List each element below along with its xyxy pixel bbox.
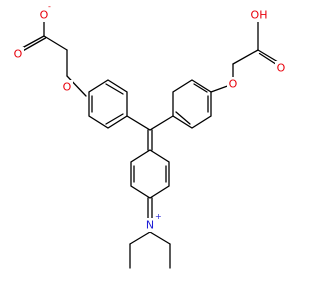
svg-text:O: O (14, 48, 23, 61)
svg-text:O: O (229, 78, 238, 91)
quinoid-ring (130, 149, 170, 219)
molecule-structure-diagram: O - O O O OH O N + (12, 2, 287, 269)
central-methylidene-bonds (126, 115, 174, 151)
atom-label-o-ether-right: O (227, 77, 239, 91)
svg-text:O: O (277, 62, 286, 75)
atom-label-oh-acid: OH (249, 8, 269, 22)
right-phenyl-ring (172, 79, 212, 129)
atom-label-n-iminium: N + (144, 212, 162, 232)
right-oxyacetate-bonds (210, 21, 279, 93)
positive-charge-sign: + (155, 212, 162, 221)
svg-text:OH: OH (251, 9, 268, 22)
atom-label-o-acid-double: O (275, 61, 287, 75)
atom-label-o-carboxylate-single: O - (38, 2, 51, 22)
negative-charge-sign: - (48, 2, 51, 11)
atom-label-o-carboxylate-double: O (12, 47, 24, 61)
svg-text:N: N (146, 219, 154, 232)
svg-text:O: O (40, 9, 49, 22)
diethyl-bonds (129, 231, 171, 269)
left-oxyacetate-bonds (21, 17, 87, 97)
atom-label-o-ether-left: O (61, 80, 73, 94)
svg-text:O: O (63, 81, 72, 94)
left-phenyl-ring (88, 79, 128, 129)
